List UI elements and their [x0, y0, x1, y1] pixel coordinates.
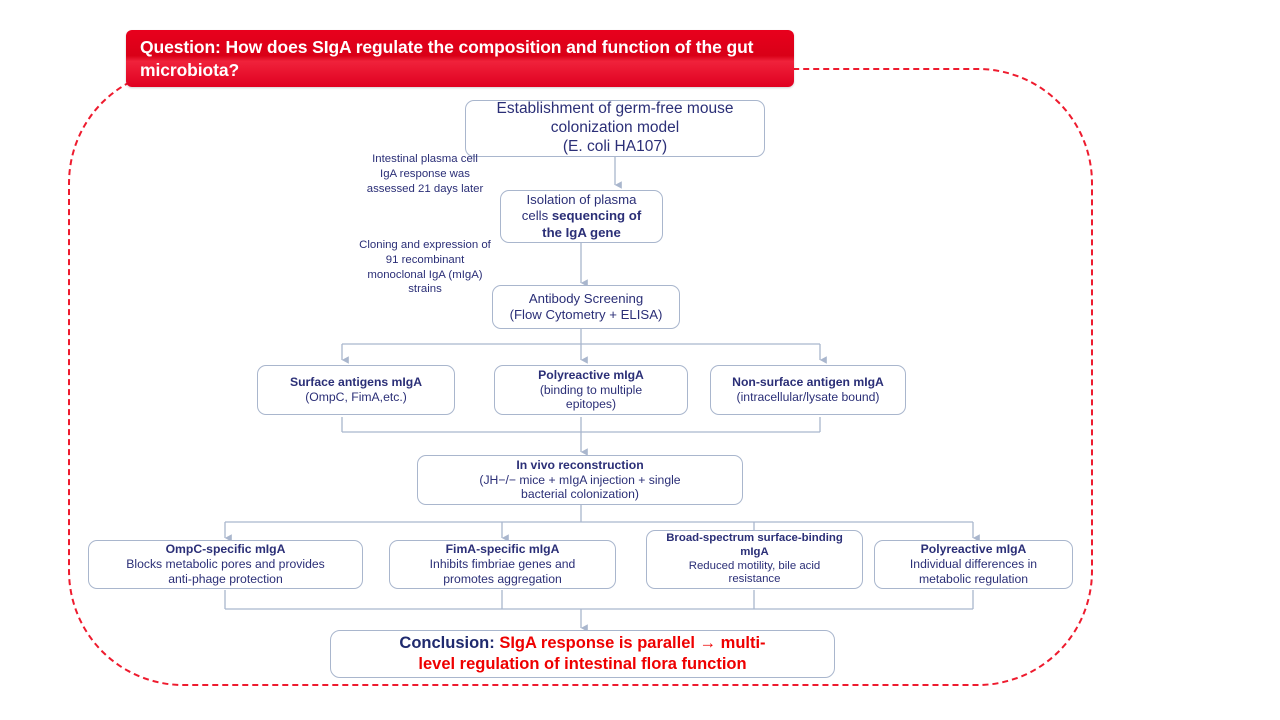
node-poly2-text: Polyreactive mIgA Individual differences… [875, 542, 1072, 587]
node-invivo-desc2: bacterial colonization) [521, 487, 639, 502]
node-polyreactive-miga[interactable]: Polyreactive mIgA (binding to multiple e… [494, 365, 688, 415]
node-polyreactive-miga-outcome[interactable]: Polyreactive mIgA Individual differences… [874, 540, 1073, 589]
node-antibody-screening[interactable]: Antibody Screening (Flow Cytometry + ELI… [492, 285, 680, 329]
node-ompc-specific-miga[interactable]: OmpC-specific mIgA Blocks metabolic pore… [88, 540, 363, 589]
annotation-iga-response-line3: assessed 21 days later [366, 182, 484, 195]
node-invivo-desc1: (JH−/− mice + mIgA injection + single [479, 472, 681, 487]
node-isolation-line2: cells [521, 208, 552, 224]
node-establishment-line3: (E. coli HA107) [562, 137, 668, 155]
node-surface-antigens-desc: (OmpC, FimA,etc.) [305, 390, 407, 404]
node-poly2-title: Polyreactive mIgA [920, 542, 1027, 557]
node-establishment[interactable]: Establishment of germ-free mouse coloniz… [465, 100, 765, 157]
annotation-cloning-expression: Cloning and expression of 91 recombinant… [345, 238, 505, 297]
node-polyreactive-desc1: (binding to multiple [539, 382, 643, 397]
node-invivo-text: In vivo reconstruction (JH−/− mice + mIg… [418, 458, 742, 503]
node-ompc-desc2: anti-phage protection [168, 571, 283, 586]
node-isolation-text: Isolation of plasma cells sequencing of … [501, 192, 662, 240]
node-surface-antigens-title: Surface antigens mIgA [289, 375, 423, 390]
annotation-cloning-line2: 91 recombinant [385, 253, 465, 266]
question-banner-text: Question: How does SIgA regulate the com… [140, 37, 754, 80]
node-ompc-title: OmpC-specific mIgA [165, 542, 286, 557]
node-fima-desc1: Inhibits fimbriae genes and [429, 557, 576, 572]
node-fima-desc2: promotes aggregation [443, 571, 562, 586]
node-polyreactive-desc2: epitopes) [565, 397, 617, 412]
annotation-cloning-line3: monoclonal IgA (mIgA) [367, 268, 483, 281]
node-surface-antigens-text: Surface antigens mIgA (OmpC, FimA,etc.) [258, 375, 454, 405]
annotation-cloning-line1: Cloning and expression of [359, 239, 491, 251]
node-conclusion[interactable]: Conclusion: SIgA response is parallel → … [330, 630, 835, 678]
node-polyreactive-title: Polyreactive mIgA [538, 367, 644, 382]
node-broad-title1: Broad-spectrum surface-binding [666, 531, 843, 544]
conclusion-value-line1: SIgA response is parallel → multi- [499, 633, 766, 652]
node-isolation-line1: Isolation of plasma [526, 192, 637, 208]
conclusion-label: Conclusion: [399, 633, 495, 652]
node-fima-specific-miga[interactable]: FimA-specific mIgA Inhibits fimbriae gen… [389, 540, 616, 589]
annotation-iga-response: Intestinal plasma cell IgA response was … [350, 152, 500, 196]
node-broad-desc2: resistance [728, 573, 781, 586]
node-ompc-desc1: Blocks metabolic pores and provides [126, 557, 325, 572]
node-ompc-text: OmpC-specific mIgA Blocks metabolic pore… [89, 542, 362, 587]
node-surface-antigens-miga[interactable]: Surface antigens mIgA (OmpC, FimA,etc.) [257, 365, 455, 415]
node-screening-line1: Antibody Screening [528, 290, 644, 306]
node-establishment-line2: colonization model [550, 119, 680, 137]
node-establishment-line1: Establishment of germ-free mouse [496, 100, 734, 118]
node-nonsurface-antigen-miga[interactable]: Non-surface antigen mIgA (intracellular/… [710, 365, 906, 415]
node-fima-text: FimA-specific mIgA Inhibits fimbriae gen… [390, 542, 615, 587]
annotation-iga-response-line1: Intestinal plasma cell [372, 153, 478, 165]
node-nonsurface-title: Non-surface antigen mIgA [732, 375, 884, 390]
node-broad-desc1: Reduced motility, bile acid [688, 559, 821, 572]
node-poly2-desc2: metabolic regulation [918, 571, 1029, 586]
annotation-iga-response-line2: IgA response was [380, 167, 470, 180]
node-invivo-title: In vivo reconstruction [516, 457, 644, 472]
node-isolation-bold2: the IgA gene [542, 224, 621, 240]
node-broad-text: Broad-spectrum surface-binding mIgA Redu… [647, 532, 862, 588]
node-isolation-bold1: sequencing of [551, 208, 642, 224]
node-screening-text: Antibody Screening (Flow Cytometry + ELI… [493, 291, 679, 323]
node-broad-spectrum-miga[interactable]: Broad-spectrum surface-binding mIgA Redu… [646, 530, 863, 589]
question-banner: Question: How does SIgA regulate the com… [126, 30, 794, 87]
node-broad-title2: mIgA [740, 545, 769, 558]
node-screening-line2: (Flow Cytometry + ELISA) [509, 307, 663, 322]
conclusion-text: Conclusion: SIgA response is parallel → … [399, 633, 765, 676]
node-fima-title: FimA-specific mIgA [445, 542, 560, 557]
node-isolation-sequencing[interactable]: Isolation of plasma cells sequencing of … [500, 190, 663, 243]
node-nonsurface-desc: (intracellular/lysate bound) [736, 390, 880, 404]
node-nonsurface-text: Non-surface antigen mIgA (intracellular/… [711, 375, 905, 405]
node-in-vivo-reconstruction[interactable]: In vivo reconstruction (JH−/− mice + mIg… [417, 455, 743, 505]
annotation-cloning-line4: strains [408, 283, 442, 296]
conclusion-value-line2: level regulation of intestinal flora fun… [418, 655, 747, 673]
node-polyreactive-text: Polyreactive mIgA (binding to multiple e… [495, 368, 687, 413]
node-establishment-text: Establishment of germ-free mouse coloniz… [466, 100, 764, 157]
node-poly2-desc1: Individual differences in [909, 557, 1038, 572]
